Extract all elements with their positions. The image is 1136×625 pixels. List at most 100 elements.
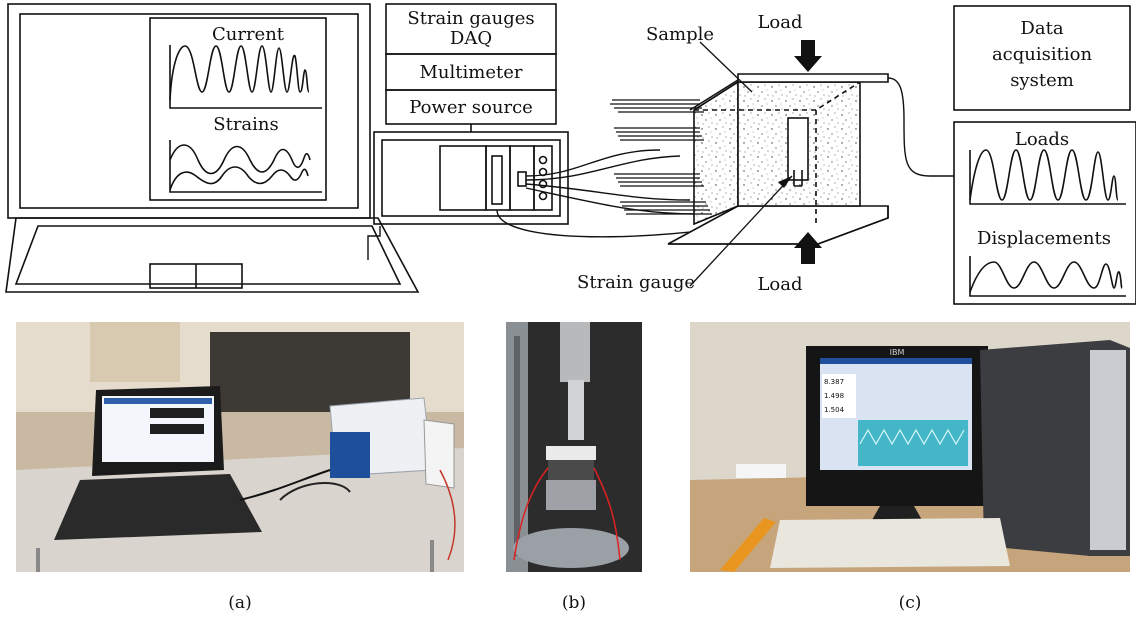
connector-plug [517,171,527,187]
current-plot-axes [169,45,322,109]
strain-gauge-arrowhead [778,176,792,188]
photo-c-monitor-brand: IBM [890,348,905,357]
photo-a-red-wire [439,469,456,561]
photo-c-readout-3: 1.504 [824,406,845,414]
photo-c-tower-front [1090,350,1126,550]
leader-lines [689,41,793,287]
strain-line-2 [169,166,309,191]
sample-drawing [667,73,889,245]
photo-a [16,322,464,572]
top-platen [737,73,889,83]
photo-c-monitor-stand [872,506,922,520]
das-plot-window [953,121,1136,305]
cable-1 [525,149,661,177]
photo-b-bottom-cap [546,480,596,510]
das-label-line2: acquisition [992,44,1093,65]
photo-c-readout-1: 8.387 [824,378,844,386]
laptop-drawing [5,3,420,293]
photo-c-yellow-tool [720,518,776,572]
terminal-1 [538,155,548,165]
daq-chassis [373,131,569,225]
photo-a-screen-titlebar [104,398,212,404]
photo-b [506,322,642,572]
displacement-plot-axes [969,256,1126,297]
module-4 [533,145,553,211]
photo-b-sample [548,460,594,480]
das-label-line1: Data [1020,18,1063,39]
sample-leader [699,41,753,93]
photo-b-frame-slots [514,336,520,556]
photo-a-cable-2 [279,482,351,501]
laptop-base [5,217,420,293]
das-cable [887,77,954,177]
caption-b: (b) [562,593,586,613]
current-plot-line [169,45,310,101]
load-arrow-bottom [794,232,822,264]
cable-3 [525,183,691,201]
photo-b-red-wire-1 [513,467,549,561]
module-1 [439,145,487,211]
photo-c-keyboard [770,518,1010,568]
das-label-line3: system [1010,70,1074,91]
wire-bundle-1 [610,99,704,113]
bottom-platen-edge [668,206,889,245]
module-3 [509,145,535,211]
load-bottom-label: Load [757,274,802,295]
wire-bundle-4 [620,201,712,215]
photo-b-base-plate [513,528,629,568]
module-2-slot [491,155,503,205]
photo-c-readout-2: 1.498 [824,392,844,400]
strains-plot-axes [169,140,322,193]
photo-a-screen-plot1 [150,408,204,418]
strain-gauge-element [787,117,809,181]
photo-a-screen-plot2 [150,424,204,434]
loads-plot-line [969,149,1119,201]
multimeter-label: Multimeter [420,62,523,83]
strain-line-1 [169,144,311,175]
photo-a-cabinet [210,332,410,412]
chassis-outer [373,131,569,225]
terminal-4 [538,191,548,201]
load-arrows [794,40,822,264]
strain-gauge-label: Strain gauge [577,272,695,293]
photo-b-actuator [560,322,590,382]
laptop-lid [7,3,371,219]
strain-gauge-leads [793,170,803,187]
laptop-current-label: Current [212,24,285,45]
photo-c-screen-wave [859,428,965,446]
top-platen-edge [689,79,739,111]
daq-label-line2: DAQ [450,28,492,49]
photo-a-laptop-base [54,474,262,540]
laptop-keyboard-area [14,225,402,285]
photo-a-cable-1 [239,469,331,501]
instrument-stack [385,3,557,132]
wire-bundle-3 [614,173,704,187]
sample-hidden-edges [694,81,861,224]
photo-b-red-wire-2 [593,467,621,561]
photo-c-power-strip [736,464,786,478]
load-top-label: Load [757,12,802,33]
laptop-strains-label: Strains [213,114,279,135]
photo-a-table-leg-1 [36,548,40,572]
displacements-label: Displacements [977,228,1111,249]
caption-a: (a) [228,593,251,613]
terminal-3 [538,179,548,189]
photo-c-readout-panel [822,374,856,418]
sample-label: Sample [646,24,714,45]
laptop-plot-window [149,17,327,201]
photo-a-table-leg-2 [430,540,434,572]
wire-bundle-2 [614,127,704,141]
laptop-screen [19,13,359,209]
strain-gauge-leader [689,175,793,287]
photo-b-top-cap [546,446,596,460]
power-source-label: Power source [409,97,533,118]
loads-label: Loads [1015,129,1069,150]
photo-c-screen-titlebar [820,358,972,364]
photo-a-window [90,322,180,382]
laptop-cable [367,226,381,260]
photo-b-load-cell [568,380,584,440]
photo-a-breakout-box [423,419,455,489]
caption-c: (c) [899,593,922,613]
